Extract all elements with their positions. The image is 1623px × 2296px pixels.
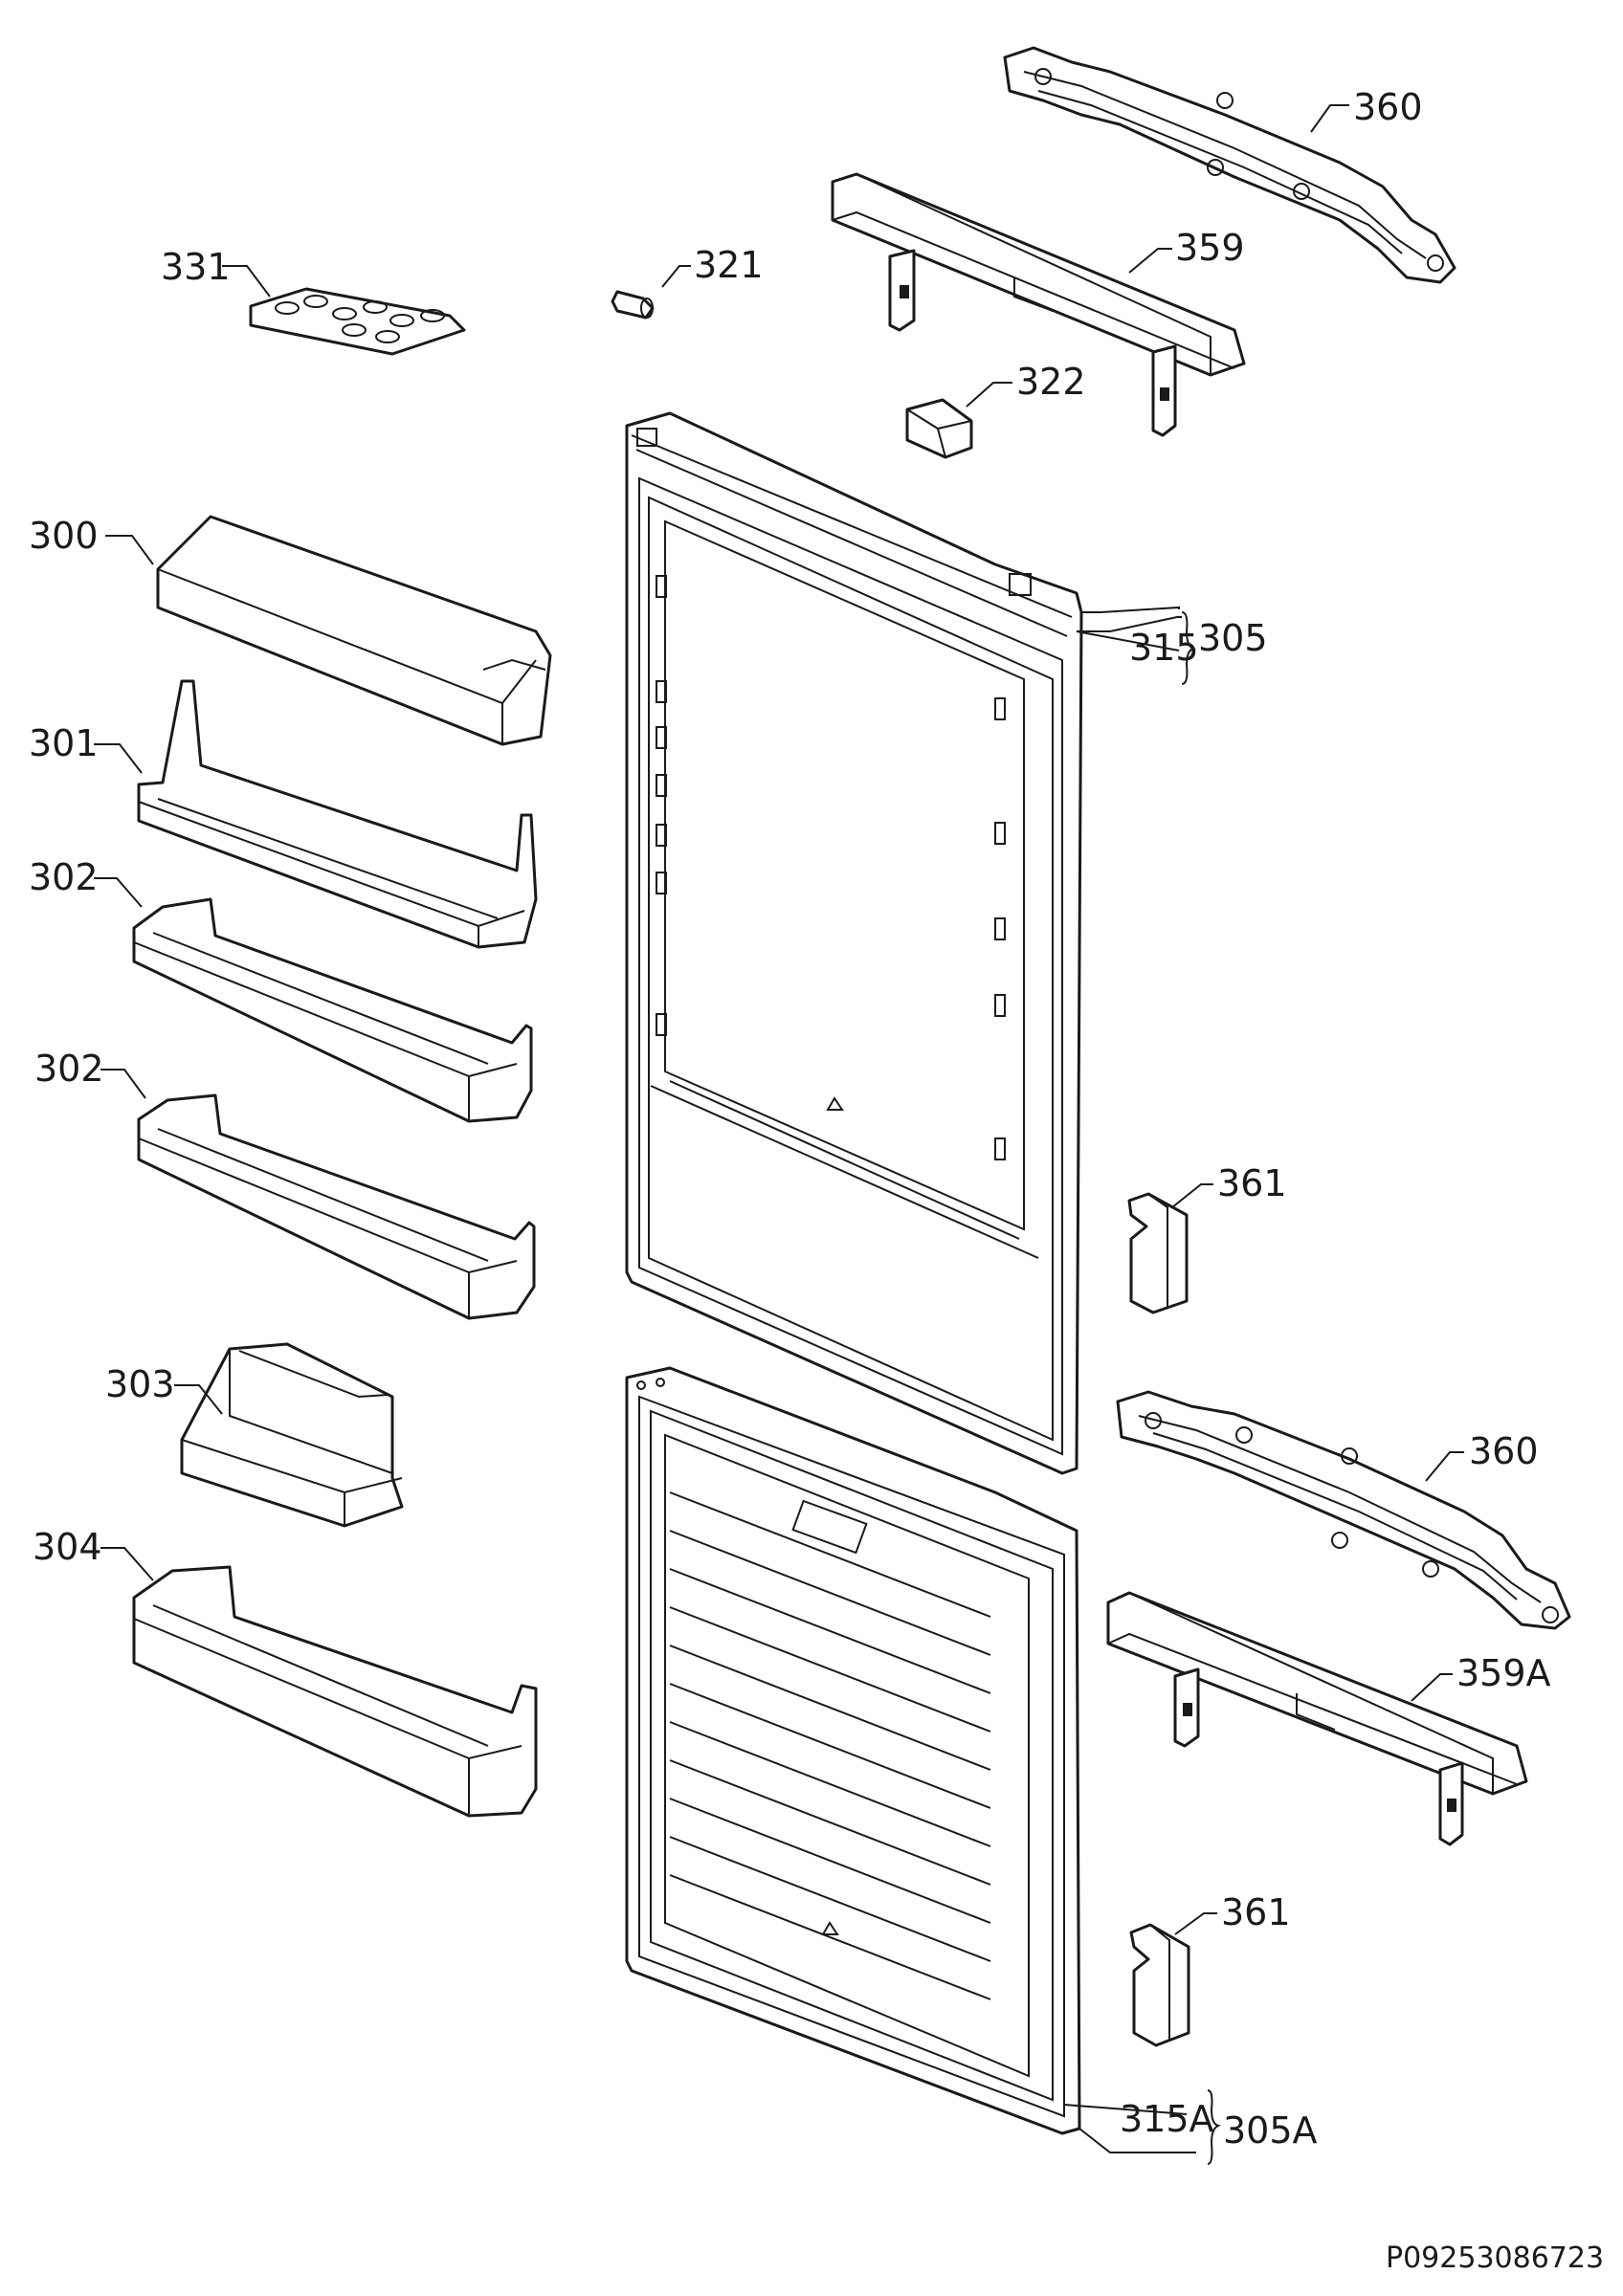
part-300-dairy-cover xyxy=(156,515,552,746)
callout-359A: 359A xyxy=(1411,1652,1551,1702)
svg-text:305: 305 xyxy=(1198,617,1268,659)
part-305-refrigerator-door xyxy=(625,411,1083,1475)
part-359A-hinge-cover xyxy=(1106,1591,1528,1846)
callout-360-top: 360 xyxy=(1310,86,1423,133)
callout-361-top: 361 xyxy=(1171,1162,1287,1208)
part-360-top-hinge-bracket xyxy=(1003,46,1456,284)
svg-text:322: 322 xyxy=(1016,361,1086,403)
callout-321: 321 xyxy=(661,244,764,288)
callout-359: 359 xyxy=(1128,227,1245,274)
callout-304: 304 xyxy=(33,1526,154,1581)
svg-text:303: 303 xyxy=(105,1363,175,1405)
svg-text:302: 302 xyxy=(34,1048,104,1090)
callout-303: 303 xyxy=(105,1363,223,1415)
svg-text:315A: 315A xyxy=(1120,2098,1214,2140)
svg-text:321: 321 xyxy=(694,244,764,286)
part-304-bottle-shelf xyxy=(132,1565,538,1818)
part-331-egg-tray xyxy=(249,287,466,356)
part-322-stop-block xyxy=(905,398,973,459)
svg-text:304: 304 xyxy=(33,1526,102,1568)
svg-text:305A: 305A xyxy=(1223,2109,1318,2152)
part-359-hinge-cover xyxy=(831,172,1246,437)
svg-text:331: 331 xyxy=(161,246,231,288)
svg-text:361: 361 xyxy=(1217,1162,1287,1204)
svg-text:359A: 359A xyxy=(1456,1652,1551,1694)
part-302-door-shelf-b xyxy=(137,1093,536,1320)
callout-302-a: 302 xyxy=(29,856,143,908)
callout-302-b: 302 xyxy=(34,1048,146,1099)
part-361-spacer-bottom xyxy=(1129,1923,1190,2047)
part-302-door-shelf-a xyxy=(132,897,533,1123)
callout-331: 331 xyxy=(161,246,271,298)
part-303-small-bin xyxy=(180,1342,404,1528)
callout-300: 300 xyxy=(29,515,154,565)
svg-text:361: 361 xyxy=(1221,1891,1291,1933)
svg-text:315: 315 xyxy=(1129,627,1199,669)
callout-361-bottom: 361 xyxy=(1174,1891,1291,1935)
callout-315A-305A: 315A 305A xyxy=(1063,2089,1318,2165)
callout-301: 301 xyxy=(29,722,143,774)
svg-text:300: 300 xyxy=(29,515,99,557)
callout-322: 322 xyxy=(966,361,1086,408)
svg-text:301: 301 xyxy=(29,722,99,764)
svg-text:360: 360 xyxy=(1469,1430,1539,1472)
callout-360-bottom: 360 xyxy=(1425,1430,1539,1482)
part-321-hinge-pin xyxy=(611,290,655,320)
callout-315-305: 315 305 xyxy=(1076,606,1268,685)
svg-text:360: 360 xyxy=(1353,86,1423,128)
part-361-spacer-top xyxy=(1127,1192,1189,1314)
document-id: P09253086723 xyxy=(1386,2241,1604,2275)
svg-text:302: 302 xyxy=(29,856,99,898)
svg-text:359: 359 xyxy=(1175,227,1245,269)
part-305A-freezer-door xyxy=(625,1366,1081,2135)
part-301-door-shelf xyxy=(137,679,538,949)
part-360-bottom-hinge-bracket xyxy=(1116,1390,1571,1630)
